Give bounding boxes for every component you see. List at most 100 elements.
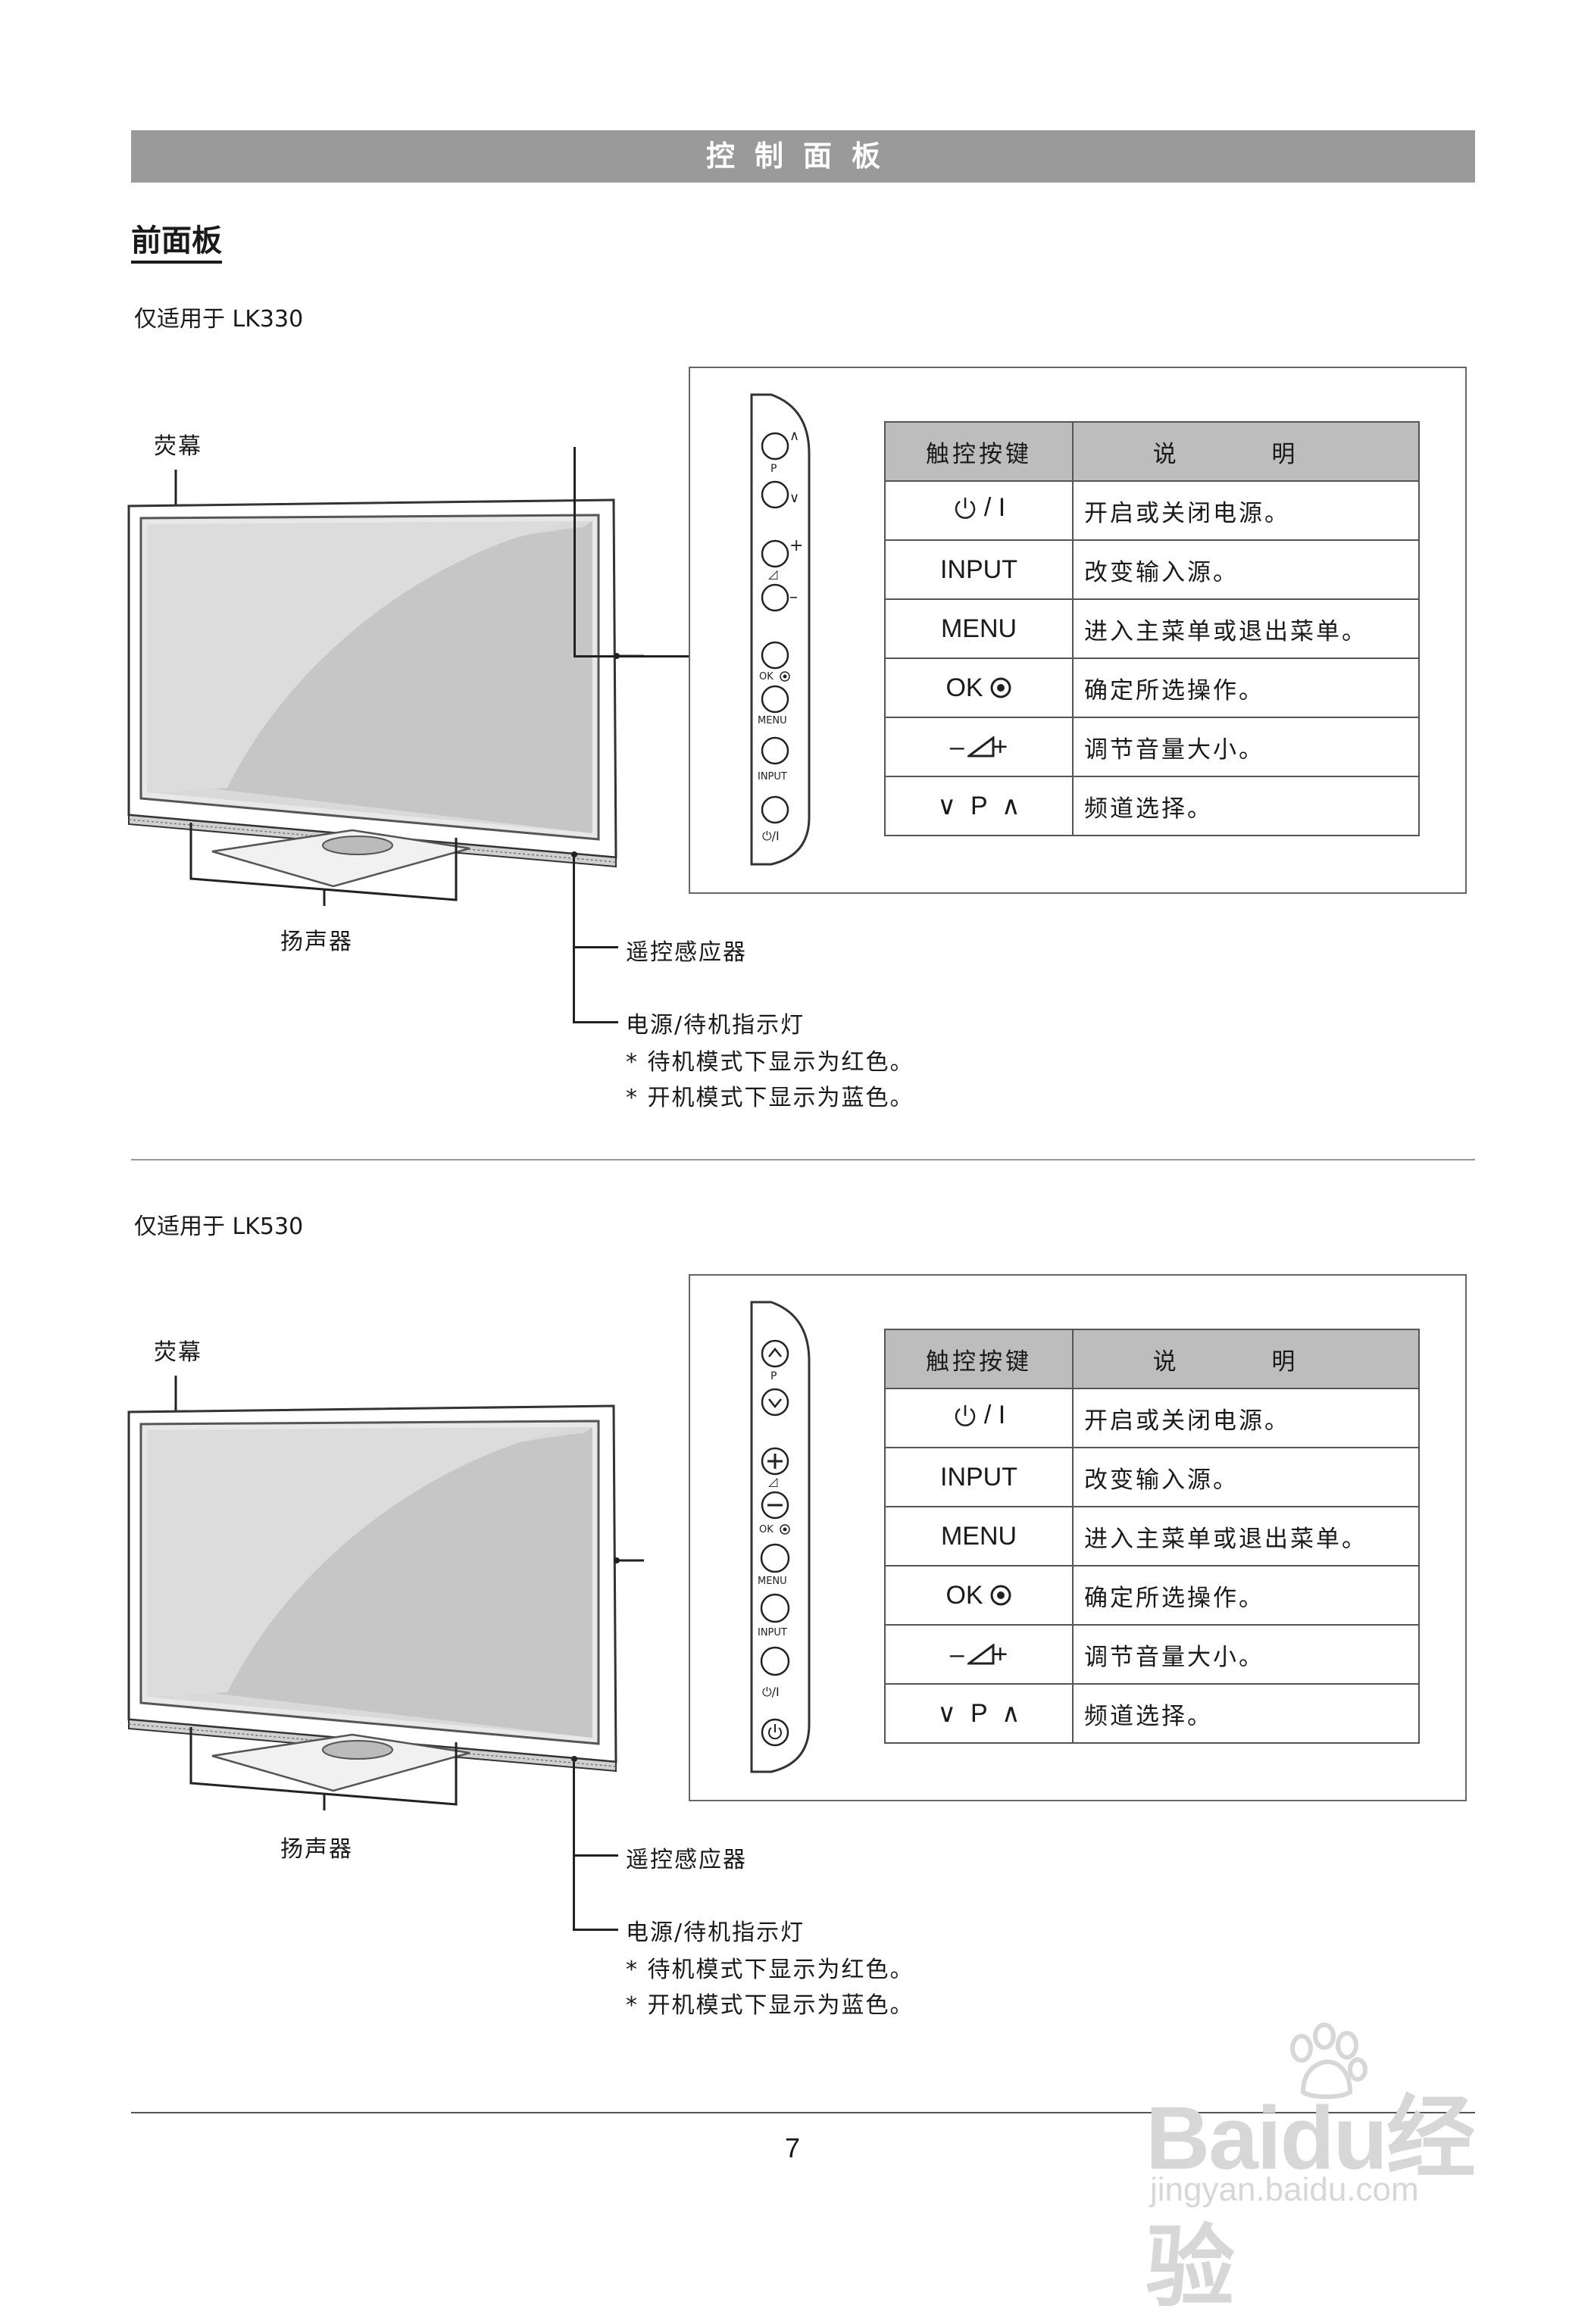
table-row: OK 确定所选操作。 (884, 1565, 1420, 1626)
watermark: Baidu经验 jingyan.baidu.com (1136, 2023, 1500, 2318)
key-volume: – + (949, 1639, 1008, 1669)
power-icon (768, 1724, 782, 1740)
desc-channel: 频道选择。 (1072, 776, 1420, 836)
connector-line (574, 655, 690, 658)
volume-icon: ◿ (767, 567, 778, 581)
model-note-lk530: 仅适用于 LK530 (134, 1214, 304, 1240)
key-channel: ∨ P ∧ (884, 776, 1074, 836)
chevron-up-icon: ∧ (789, 428, 799, 444)
table-row: / I 开启或关闭电源。 (884, 1388, 1420, 1448)
ok-target-icon (780, 671, 790, 682)
minus-icon: – (789, 588, 798, 607)
note-standby: * 待机模式下显示为红色。 (626, 1957, 914, 1983)
table-row: OK 确定所选操作。 (884, 658, 1420, 718)
key-input: INPUT (884, 539, 1074, 600)
key-menu: MENU (884, 598, 1074, 659)
section-heading: 前面板 (131, 223, 222, 264)
label-speaker: 扬声器 (280, 929, 353, 955)
note-standby: * 待机模式下显示为红色。 (626, 1049, 914, 1076)
header-key: 触控按键 (884, 421, 1074, 482)
touch-button-strip-lk330: ∧ P ∨ + ◿ – OK MENU INPUT ⏻/I (750, 393, 811, 866)
plus-icon: + (789, 536, 803, 555)
strip-label-input: INPUT (758, 771, 787, 782)
indicator-leader-tick (573, 1929, 618, 1931)
desc-input: 改变输入源。 (1072, 539, 1420, 600)
key-power: / I (983, 1401, 1006, 1430)
desc-menu: 进入主菜单或退出菜单。 (1072, 598, 1420, 659)
table-row: / I 开启或关闭电源。 (884, 480, 1420, 541)
header-desc: 说 明 (1072, 421, 1420, 482)
ok-target-icon (780, 1524, 790, 1535)
page-title-bar: 控制面板 (131, 130, 1475, 183)
watermark-url: jingyan.baidu.com (1150, 2171, 1419, 2208)
chevron-down-icon (768, 1398, 782, 1409)
strip-label-ok: OK (759, 1524, 774, 1535)
table-header-row: 触控按键 说 明 (884, 421, 1420, 482)
table-header-row: 触控按键 说 明 (884, 1329, 1420, 1389)
section-divider (131, 1159, 1475, 1160)
label-power-indicator: 电源/待机指示灯 (626, 1919, 805, 1946)
desc-menu: 进入主菜单或退出菜单。 (1072, 1506, 1420, 1567)
desc-ok: 确定所选操作。 (1072, 658, 1420, 718)
ok-target-icon (990, 677, 1011, 698)
connector-line (574, 447, 576, 656)
ok-target-icon (990, 1585, 1011, 1606)
key-power: / I (983, 493, 1006, 523)
sensor-leader (573, 1762, 575, 1930)
table-row: ∨ P ∧ 频道选择。 (884, 776, 1420, 836)
table-row: MENU 进入主菜单或退出菜单。 (884, 598, 1420, 659)
label-speaker: 扬声器 (280, 1836, 353, 1863)
plus-icon (767, 1454, 783, 1469)
key-channel: ∨ P ∧ (884, 1683, 1074, 1744)
desc-volume: 调节音量大小。 (1072, 717, 1420, 777)
desc-volume: 调节音量大小。 (1072, 1624, 1420, 1685)
volume-icon: ◿ (767, 1474, 778, 1488)
indicator-leader-tick (573, 1021, 618, 1023)
key-ok: OK (945, 1580, 983, 1610)
paw-logo-icon (1290, 2023, 1367, 2099)
desc-input: 改变输入源。 (1072, 1447, 1420, 1507)
key-volume: – + (949, 732, 1008, 761)
touch-key-table-lk530: 触控按键 说 明 / I 开启或关闭电源。 INPUT 改变输入源。 MENU … (884, 1329, 1420, 1744)
desc-ok: 确定所选操作。 (1072, 1565, 1420, 1626)
model-note-lk330: 仅适用于 LK330 (134, 306, 304, 333)
power-icon (955, 497, 976, 519)
table-row: INPUT 改变输入源。 (884, 539, 1420, 600)
tv-illustration-lk330 (127, 470, 644, 906)
volume-icon (967, 1644, 995, 1665)
touch-button-strip-lk530: P ◿ OK MENU INPUT ⏻/I (750, 1301, 811, 1773)
touch-key-table-lk330: 触控按键 说 明 / I 开启或关闭电源。 INPUT 改变输入源。 MENU … (884, 421, 1420, 836)
key-ok: OK (945, 673, 983, 702)
volume-icon (967, 736, 995, 757)
table-row: ∨ P ∧ 频道选择。 (884, 1683, 1420, 1744)
sensor-leader-tick (573, 1854, 618, 1857)
header-key: 触控按键 (884, 1329, 1074, 1389)
label-screen: 荧幕 (154, 433, 202, 460)
power-icon (955, 1404, 976, 1426)
sensor-leader-tick (573, 946, 618, 948)
desc-channel: 频道选择。 (1072, 1683, 1420, 1744)
label-screen: 荧幕 (154, 1339, 202, 1366)
desc-power: 开启或关闭电源。 (1072, 1388, 1420, 1448)
desc-power: 开启或关闭电源。 (1072, 480, 1420, 541)
label-power-indicator: 电源/待机指示灯 (626, 1012, 805, 1039)
table-row: – + 调节音量大小。 (884, 717, 1420, 777)
table-row: – + 调节音量大小。 (884, 1624, 1420, 1685)
chevron-down-icon: ∨ (789, 490, 799, 506)
note-on: * 开机模式下显示为蓝色。 (626, 1992, 914, 2019)
strip-label-menu: MENU (758, 1576, 787, 1587)
strip-label-power: ⏻/I (762, 829, 780, 843)
strip-label-power: ⏻/I (762, 1685, 780, 1699)
label-remote-sensor: 遥控感应器 (626, 1847, 747, 1873)
footer-divider (131, 2112, 1475, 2113)
tv-illustration-lk530 (127, 1376, 644, 1810)
strip-label-p: P (770, 1370, 777, 1382)
chevron-up-icon (768, 1347, 782, 1357)
page-number: 7 (785, 2132, 801, 2163)
control-panel-box-lk530: P ◿ OK MENU INPUT ⏻/I 触控按键 说 明 / I 开启或关闭… (689, 1274, 1467, 1801)
table-row: MENU 进入主菜单或退出菜单。 (884, 1506, 1420, 1567)
label-remote-sensor: 遥控感应器 (626, 939, 747, 966)
sensor-leader (573, 854, 575, 1023)
strip-label-ok: OK (759, 671, 774, 683)
table-row: INPUT 改变输入源。 (884, 1447, 1420, 1507)
